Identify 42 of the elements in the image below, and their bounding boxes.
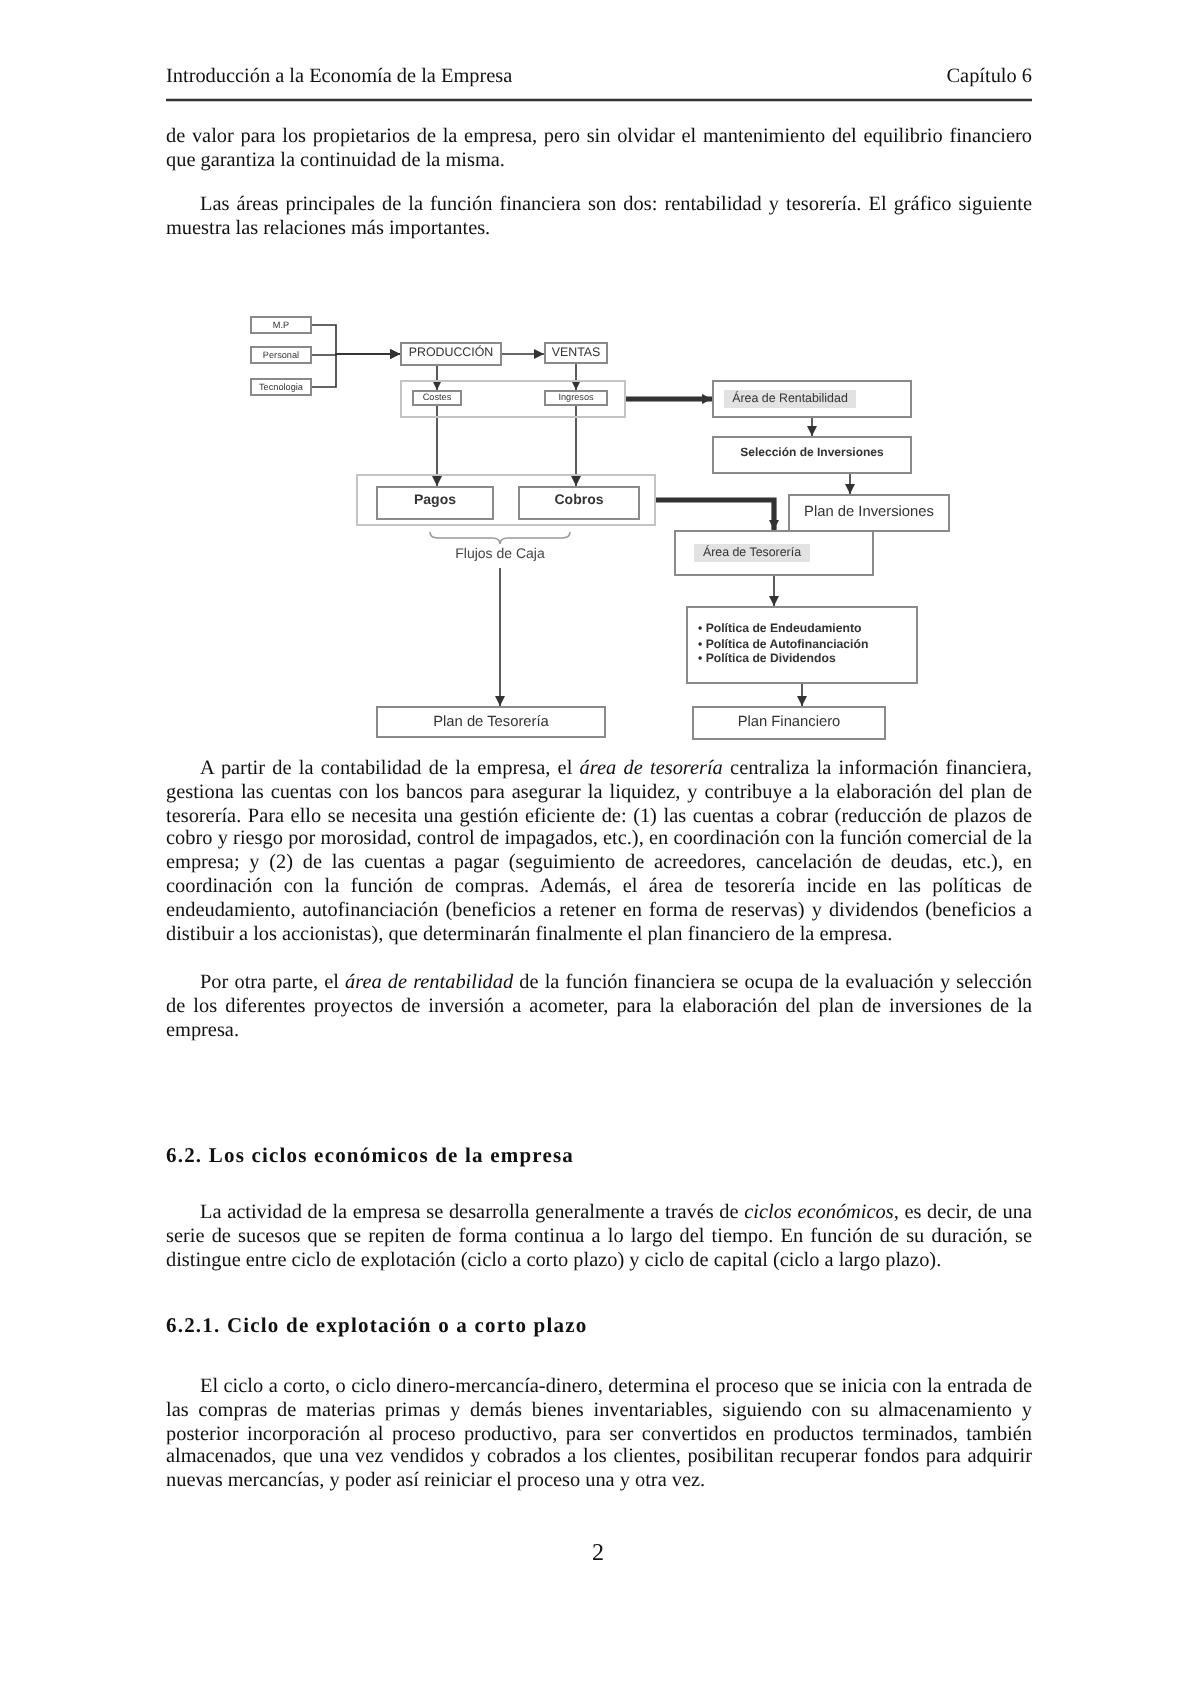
running-header: Introducción a la Economía de la Empresa <box>166 66 515 90</box>
arrow <box>432 405 442 487</box>
arrow <box>656 497 779 530</box>
arrow <box>501 349 545 359</box>
arrow <box>769 575 779 607</box>
group-box <box>356 474 656 526</box>
area-box <box>712 380 912 418</box>
section-heading: 6.2.1. Ciclo de explotación o a corto plazo <box>166 1316 590 1340</box>
paragraph: Las áreas principales de la función financiera son dos: rentabilidad y tesorería. El gráfico siguiente muestra las relaciones más importantes. <box>166 194 1032 242</box>
arrow <box>807 417 817 437</box>
arrow <box>797 683 807 707</box>
paragraph: Por otra parte, el área de rentabilidad de la función financiera se ocupa de la evaluación y selección de los diferentes proyectos de inversión a acometer, para la elaboración del plan de inversiones de la empresa. <box>166 972 1032 1043</box>
input-box <box>250 346 312 364</box>
arrow <box>495 567 505 707</box>
paragraph: El ciclo a corto, o ciclo dinero-mercancía-dinero, determina el proceso que se inicia con la entrada de las compras de materias primas y demás bienes inventariables, siguiendo con su almacenamiento y posterior incorporación al proceso productivo, para ser convertidos en productos terminados, también almacenados, que una vez vendidos y cobrados a los clientes, posibilitan recuperar fondos para adquirir nuevas mercancías, y poder así reiniciar el proceso una y otra vez. <box>166 1376 1032 1494</box>
paragraph: de valor para los propietarios de la empresa, pero sin olvidar el mantenimiento del equilibrio financiero que garantiza la continuidad de la misma. <box>166 126 1032 174</box>
plan-box <box>788 494 950 532</box>
paragraph: La actividad de la empresa se desarrolla generalmente a través de ciclos económicos, es decir, de una serie de sucesos que se repiten de forma continua a lo largo del tiempo. En función de su duración, se distingue entre ciclo de explotación (ciclo a corto plazo) y ciclo de capital (ciclo a largo plazo). <box>166 1202 1032 1273</box>
arrow <box>626 394 712 404</box>
plan-box <box>376 706 606 738</box>
arrow <box>571 363 581 391</box>
section-heading: 6.2. Los ciclos económicos de la empresa <box>166 1146 577 1170</box>
policy-box <box>686 606 918 684</box>
process-box <box>544 342 608 364</box>
page-number: 2 <box>590 1542 606 1566</box>
arrow <box>311 349 401 388</box>
group-box <box>400 380 626 418</box>
paragraph: A partir de la contabilidad de la empresa, el área de tesorería centraliza la información financiera, gestiona las cuentas con los bancos para asegurar la liquidez, y contribuye a la elaboración del plan de tesorería. Para ello se necesita una gestión eficiente de: (1) las cuentas a cobrar (reducción de plazos de cobro y riesgo por morosidad, control de impagados, etc.), en coordinación con la función comercial de la empresa; y (2) de las cuentas a pagar (seguimiento de acreedores, cancelación de deudas, etc.), en coordinación con la función de compras. Además, el área de tesorería incide en las políticas de endeudamiento, autofinanciación (beneficios a retener en forma de reservas) y dividendos (beneficios a distibuir a los accionistas), que determinarán finalmente el plan financiero de la empresa. <box>166 758 1032 947</box>
arrow <box>571 405 581 487</box>
arrow <box>432 365 442 391</box>
input-box <box>412 390 462 406</box>
process-box <box>400 342 502 366</box>
flow-box <box>518 486 640 520</box>
input-box <box>544 390 608 406</box>
input-box <box>250 378 312 396</box>
chapter-label: Capítulo 6 <box>944 66 1032 90</box>
flow-box <box>376 486 494 520</box>
arrow <box>845 473 855 495</box>
process-box <box>712 436 912 474</box>
plan-box <box>692 706 886 740</box>
area-box <box>674 530 874 576</box>
input-box <box>250 316 312 334</box>
